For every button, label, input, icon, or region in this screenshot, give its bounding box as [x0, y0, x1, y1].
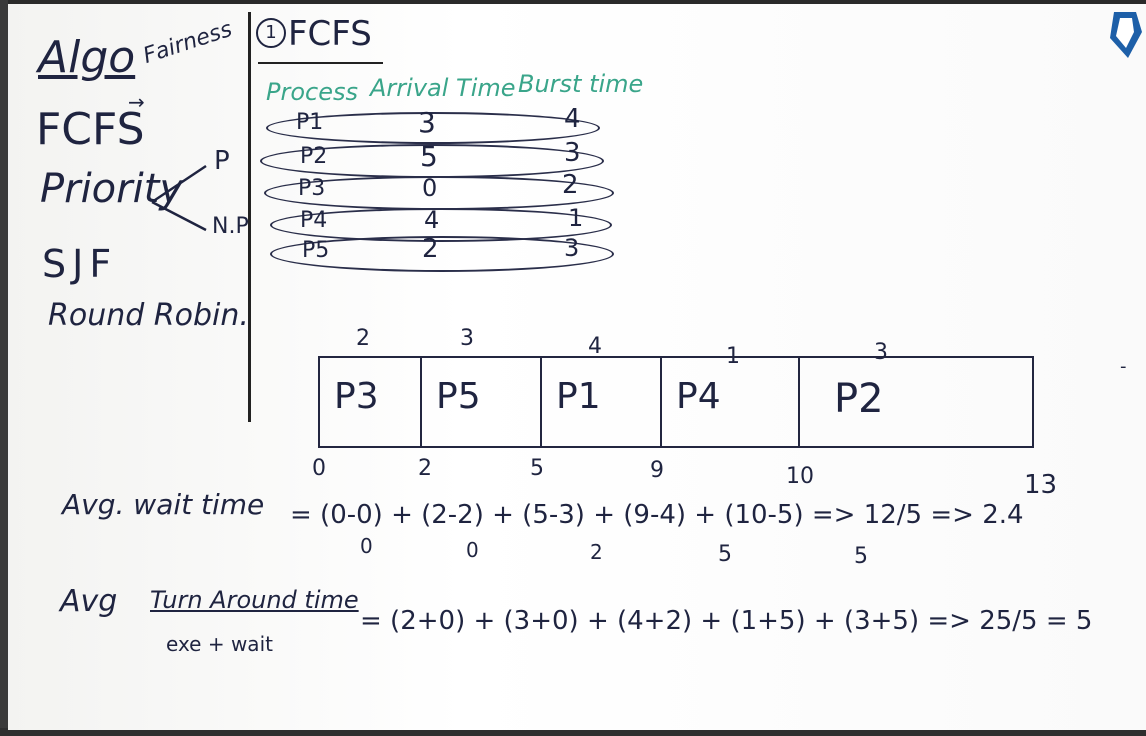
avg-wait-sub: 5: [718, 542, 732, 567]
gantt-burst: 2: [356, 326, 370, 351]
gantt-cell: P3: [320, 358, 422, 446]
gantt-tick: 5: [530, 456, 544, 481]
row-arrival: 5: [420, 140, 438, 173]
avg-tat-label: Turn Around time: [150, 586, 359, 614]
row-burst: 3: [564, 234, 580, 262]
avg-wait-sub: 0: [360, 534, 373, 558]
row-process: P3: [298, 176, 326, 201]
row-process: P4: [300, 208, 328, 233]
gantt-cell-label: P5: [436, 376, 481, 417]
row-burst: 3: [564, 138, 581, 168]
row-arrival: 0: [422, 174, 438, 202]
row-burst: 4: [564, 104, 581, 134]
row-process: P2: [300, 144, 328, 169]
gantt-cell-label: P4: [676, 376, 721, 417]
row-arrival: 4: [424, 206, 440, 234]
section-underline: [258, 62, 383, 64]
row-burst: 2: [562, 170, 579, 200]
arrow-icon: →: [128, 90, 145, 114]
avg-wait-expression: = (0-0) + (2-2) + (5-3) + (9-4) + (10-5)…: [290, 500, 1024, 530]
avg-wait-sub: 2: [590, 540, 603, 564]
avg-tat-prefix: Avg: [60, 584, 118, 619]
row-arrival: 2: [422, 234, 439, 264]
avg-wait-sub: 5: [854, 544, 868, 569]
gantt-chart: P3 P5 P1 P4 P2: [318, 356, 1034, 448]
gantt-cell: P2: [800, 358, 1032, 446]
priority-branch-p: P: [214, 146, 230, 176]
whiteboard: Algo Fairness → FCFS Priority P N.P SJF …: [8, 4, 1146, 730]
board-frame-bottom: [0, 728, 1146, 736]
gantt-burst: 3: [874, 340, 888, 365]
column-divider: [248, 12, 251, 422]
avg-tat-expression: = (2+0) + (3+0) + (4+2) + (1+5) + (3+5) …: [360, 606, 1093, 636]
row-highlight: [270, 236, 614, 272]
row-process: P1: [296, 110, 324, 135]
row-process: P5: [302, 238, 330, 263]
gantt-cell: P1: [542, 358, 662, 446]
section-number: 1: [265, 22, 277, 43]
gantt-cell-label: P3: [334, 376, 379, 417]
avg-tat-sub-label: exe + wait: [166, 632, 273, 656]
header-arrival: Arrival Time: [370, 74, 516, 102]
algo-heading: Algo: [38, 32, 136, 83]
fairness-note: Fairness: [140, 16, 236, 69]
header-process: Process: [266, 78, 358, 106]
algo-item-sjf: SJF: [42, 242, 118, 286]
algo-item-round-robin: Round Robin.: [48, 298, 249, 333]
gantt-tick: 10: [786, 464, 814, 489]
gantt-burst: 4: [588, 334, 602, 359]
gantt-cell-label: P1: [556, 376, 601, 417]
gantt-tick: 0: [312, 456, 326, 481]
gantt-tick: 13: [1024, 470, 1058, 500]
algo-item-priority: Priority: [40, 166, 184, 212]
section-title: FCFS: [288, 14, 372, 54]
gantt-cell: P4: [662, 358, 800, 446]
avg-wait-label: Avg. wait time: [62, 488, 265, 521]
section-number-circle: 1: [256, 18, 286, 48]
header-burst: Burst time: [518, 70, 644, 98]
row-burst: 1: [568, 204, 584, 232]
edge-mark: -: [1120, 356, 1127, 377]
row-highlight: [266, 112, 600, 144]
board-frame-left: [0, 0, 8, 736]
gantt-cell: P5: [422, 358, 542, 446]
gantt-tick: 2: [418, 456, 432, 481]
row-arrival: 3: [418, 106, 436, 139]
gantt-burst: 3: [460, 326, 474, 351]
algo-item-fcfs: FCFS: [36, 104, 145, 155]
branch-arrows-icon: [151, 164, 207, 232]
avg-wait-sub: 0: [466, 538, 479, 562]
priority-branch-np: N.P: [212, 214, 249, 239]
corner-logo-icon: [1110, 12, 1142, 58]
gantt-cell-label: P2: [834, 376, 884, 422]
gantt-tick: 9: [650, 458, 664, 483]
